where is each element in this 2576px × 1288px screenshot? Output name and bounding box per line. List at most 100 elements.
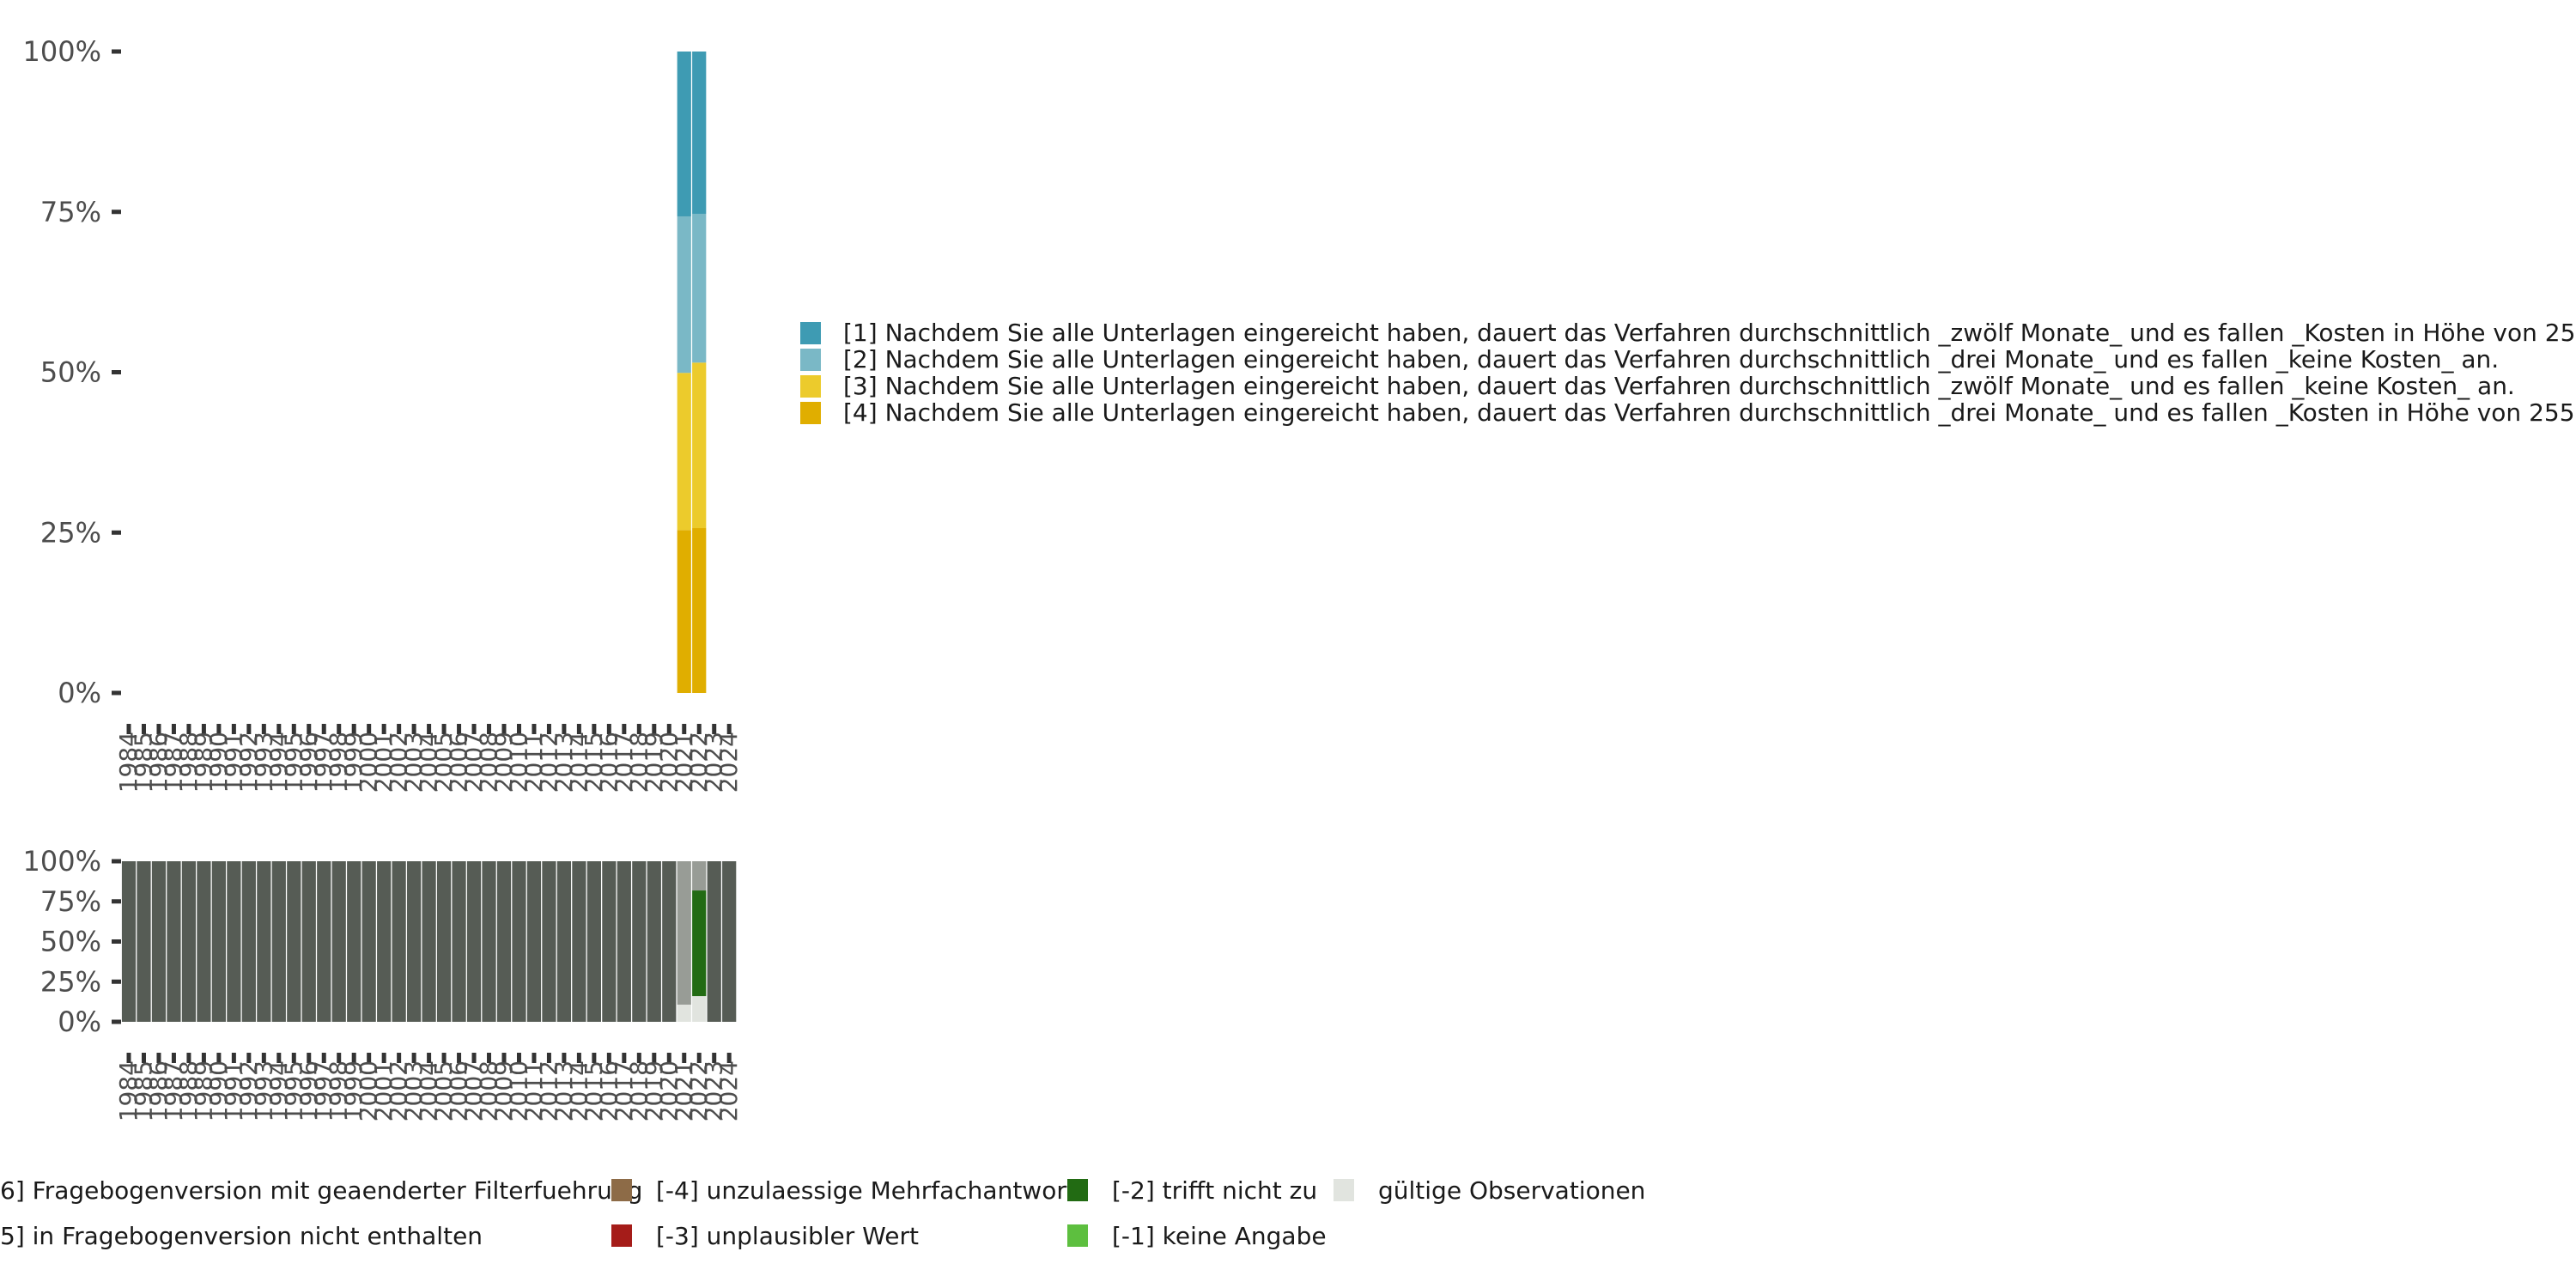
- x-tick-label: 1991: [219, 732, 247, 793]
- x-tick-mark: [606, 724, 611, 734]
- x-tick-label: 1990: [204, 1060, 233, 1121]
- x-tick-label: 2017: [610, 1060, 638, 1121]
- legend-label: [-4] unzulaessige Mehrfachantwort: [656, 1176, 1076, 1205]
- x-tick-mark: [261, 724, 266, 734]
- x-tick-label: 2006: [445, 1060, 473, 1121]
- bar-segment: [331, 861, 346, 1022]
- legend-label: [3] Nachdem Sie alle Unterlagen eingerei…: [843, 372, 2515, 400]
- y-tick-mark: [112, 899, 121, 904]
- bar-segment: [677, 530, 691, 693]
- y-tick-label: 100%: [23, 35, 101, 68]
- bar-segment: [301, 861, 316, 1022]
- bar-segment: [361, 861, 376, 1022]
- bar-segment: [617, 861, 631, 1022]
- x-tick-label: 2014: [564, 1060, 592, 1121]
- legend-label: [2] Nachdem Sie alle Unterlagen eingerei…: [843, 345, 2499, 374]
- x-tick-mark: [636, 1053, 641, 1063]
- x-tick-label: 1997: [309, 1060, 337, 1121]
- bar-segment: [586, 861, 601, 1022]
- x-tick-label: 2002: [385, 732, 413, 793]
- bar-segment: [407, 861, 422, 1022]
- x-tick-mark: [516, 1053, 521, 1063]
- x-tick-label: 1992: [234, 732, 263, 793]
- x-tick-label: 2008: [475, 1060, 503, 1121]
- x-tick-mark: [726, 1053, 732, 1063]
- bar-segment: [707, 861, 721, 1022]
- x-tick-mark: [231, 1053, 236, 1063]
- x-tick-mark: [381, 724, 386, 734]
- bar-segment: [377, 861, 392, 1022]
- x-tick-mark: [337, 724, 342, 734]
- x-tick-mark: [682, 724, 687, 734]
- x-tick-label: 2003: [399, 1060, 428, 1121]
- y-tick-label: 25%: [40, 965, 101, 998]
- x-tick-label: 2013: [550, 732, 578, 793]
- x-tick-mark: [276, 724, 282, 734]
- x-tick-label: 1984: [114, 1060, 143, 1121]
- x-tick-mark: [457, 724, 462, 734]
- x-tick-label: 2010: [504, 1060, 532, 1121]
- x-tick-label: 1996: [295, 732, 323, 793]
- x-tick-mark: [592, 1053, 597, 1063]
- x-tick-label: 2011: [519, 732, 548, 793]
- x-tick-label: 2021: [670, 732, 698, 793]
- x-tick-mark: [546, 724, 551, 734]
- x-tick-mark: [576, 724, 581, 734]
- x-tick-mark: [156, 1053, 161, 1063]
- x-tick-mark: [397, 1053, 402, 1063]
- x-tick-mark: [307, 724, 312, 734]
- y-tick-label: 75%: [40, 196, 101, 228]
- x-tick-label: 2019: [640, 1060, 668, 1121]
- bar-segment: [647, 861, 661, 1022]
- x-tick-mark: [532, 724, 537, 734]
- x-tick-label: 1989: [189, 732, 217, 793]
- x-tick-label: 2018: [624, 732, 653, 793]
- x-tick-label: 2020: [654, 732, 683, 793]
- x-tick-mark: [562, 1053, 567, 1063]
- y-tick-label: 0%: [58, 677, 101, 709]
- legend-label: 6] Fragebogenversion mit geaenderter Fil…: [0, 1176, 642, 1205]
- x-tick-label: 1999: [339, 1060, 368, 1121]
- bar-segment: [677, 216, 691, 374]
- legend-label: [4] Nachdem Sie alle Unterlagen eingerei…: [843, 398, 2576, 427]
- legend-label: [-2] trifft nicht zu: [1112, 1176, 1317, 1205]
- legend-key: [1334, 1179, 1354, 1201]
- x-tick-label: 2005: [429, 1060, 458, 1121]
- bar-segment: [211, 861, 226, 1022]
- x-tick-label: 2021: [670, 1060, 698, 1121]
- legend-key: [1067, 1224, 1088, 1247]
- x-tick-mark: [622, 1053, 627, 1063]
- bar-segment: [512, 861, 526, 1022]
- x-tick-mark: [156, 724, 161, 734]
- y-tick-label: 25%: [40, 516, 101, 549]
- x-tick-label: 2011: [519, 1060, 548, 1121]
- bar-segment: [137, 861, 151, 1022]
- x-tick-mark: [186, 1053, 191, 1063]
- x-tick-label: 1993: [249, 732, 277, 793]
- bar-segment: [271, 861, 286, 1022]
- x-tick-label: 1998: [325, 732, 353, 793]
- x-tick-mark: [592, 724, 597, 734]
- x-tick-label: 1992: [234, 1060, 263, 1121]
- x-tick-label: 2024: [714, 732, 743, 793]
- x-tick-mark: [622, 724, 627, 734]
- x-tick-label: 1994: [264, 732, 293, 793]
- x-tick-label: 2012: [534, 1060, 562, 1121]
- x-tick-label: 1985: [129, 732, 157, 793]
- x-tick-label: 2009: [489, 732, 518, 793]
- bar-segment: [632, 861, 647, 1022]
- bar-segment: [287, 861, 301, 1022]
- bar-segment: [227, 861, 241, 1022]
- x-tick-mark: [321, 724, 326, 734]
- y-tick-label: 100%: [23, 845, 101, 878]
- bar-segment: [677, 52, 691, 216]
- bar-segment: [422, 861, 436, 1022]
- x-tick-mark: [381, 1053, 386, 1063]
- x-tick-label: 2017: [610, 732, 638, 793]
- y-tick-mark: [112, 939, 121, 944]
- bar-segment: [722, 861, 737, 1022]
- x-tick-mark: [276, 1053, 282, 1063]
- y-tick-mark: [112, 859, 121, 864]
- x-tick-label: 2000: [355, 732, 383, 793]
- x-tick-mark: [246, 724, 252, 734]
